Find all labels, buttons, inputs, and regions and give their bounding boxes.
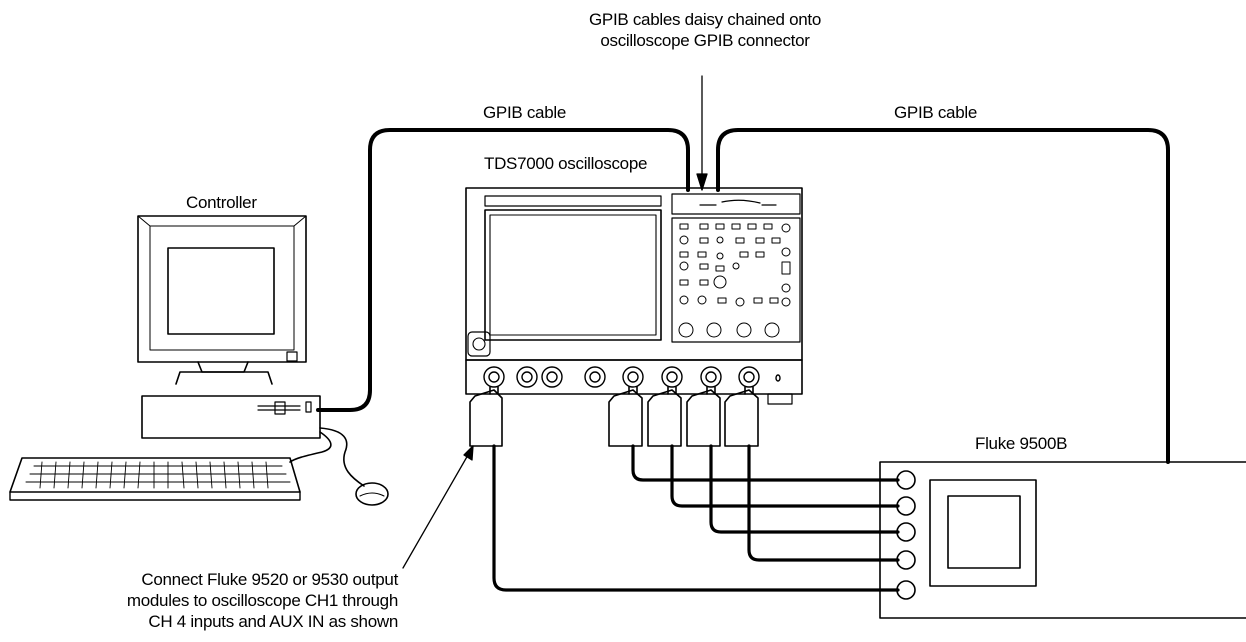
output-module-ch3 xyxy=(686,386,721,447)
output-module-aux-in xyxy=(469,386,503,447)
module-connection-note: Connect Fluke 9520 or 9530 output module… xyxy=(60,569,398,632)
desktop-computer-icon xyxy=(9,215,389,506)
gpib-cable-left-label: GPIB cable xyxy=(483,103,566,122)
gpib-daisy-chain-note-line-2: oscilloscope GPIB connector xyxy=(600,31,810,50)
gpib-cable-right-label: GPIB cable xyxy=(894,103,977,122)
oscilloscope-icon xyxy=(465,187,803,405)
module-cables xyxy=(492,444,900,592)
gpib-daisy-chain-note: GPIB cables daisy chained onto oscillosc… xyxy=(560,9,850,51)
gpib-cable-right xyxy=(716,128,1170,464)
gpib-cable-left xyxy=(316,128,690,412)
module-connection-note-line-2: modules to oscilloscope CH1 through xyxy=(126,591,398,610)
module-connection-note-line-1: Connect Fluke 9520 or 9530 output xyxy=(141,570,398,589)
oscilloscope-label: TDS7000 oscilloscope xyxy=(484,154,648,173)
module-note-arrow xyxy=(402,445,474,569)
controller-label: Controller xyxy=(186,193,257,212)
calibrator-icon xyxy=(879,461,1246,619)
output-module-ch2 xyxy=(647,386,682,447)
daisy-chain-arrow xyxy=(696,75,708,191)
module-connection-note-line-3: CH 4 inputs and AUX IN as shown xyxy=(148,612,398,631)
output-module-ch1 xyxy=(608,386,643,447)
calibrator-label: Fluke 9500B xyxy=(975,434,1068,453)
output-module-ch4 xyxy=(724,386,759,447)
gpib-daisy-chain-note-line-1: GPIB cables daisy chained onto xyxy=(589,10,821,29)
